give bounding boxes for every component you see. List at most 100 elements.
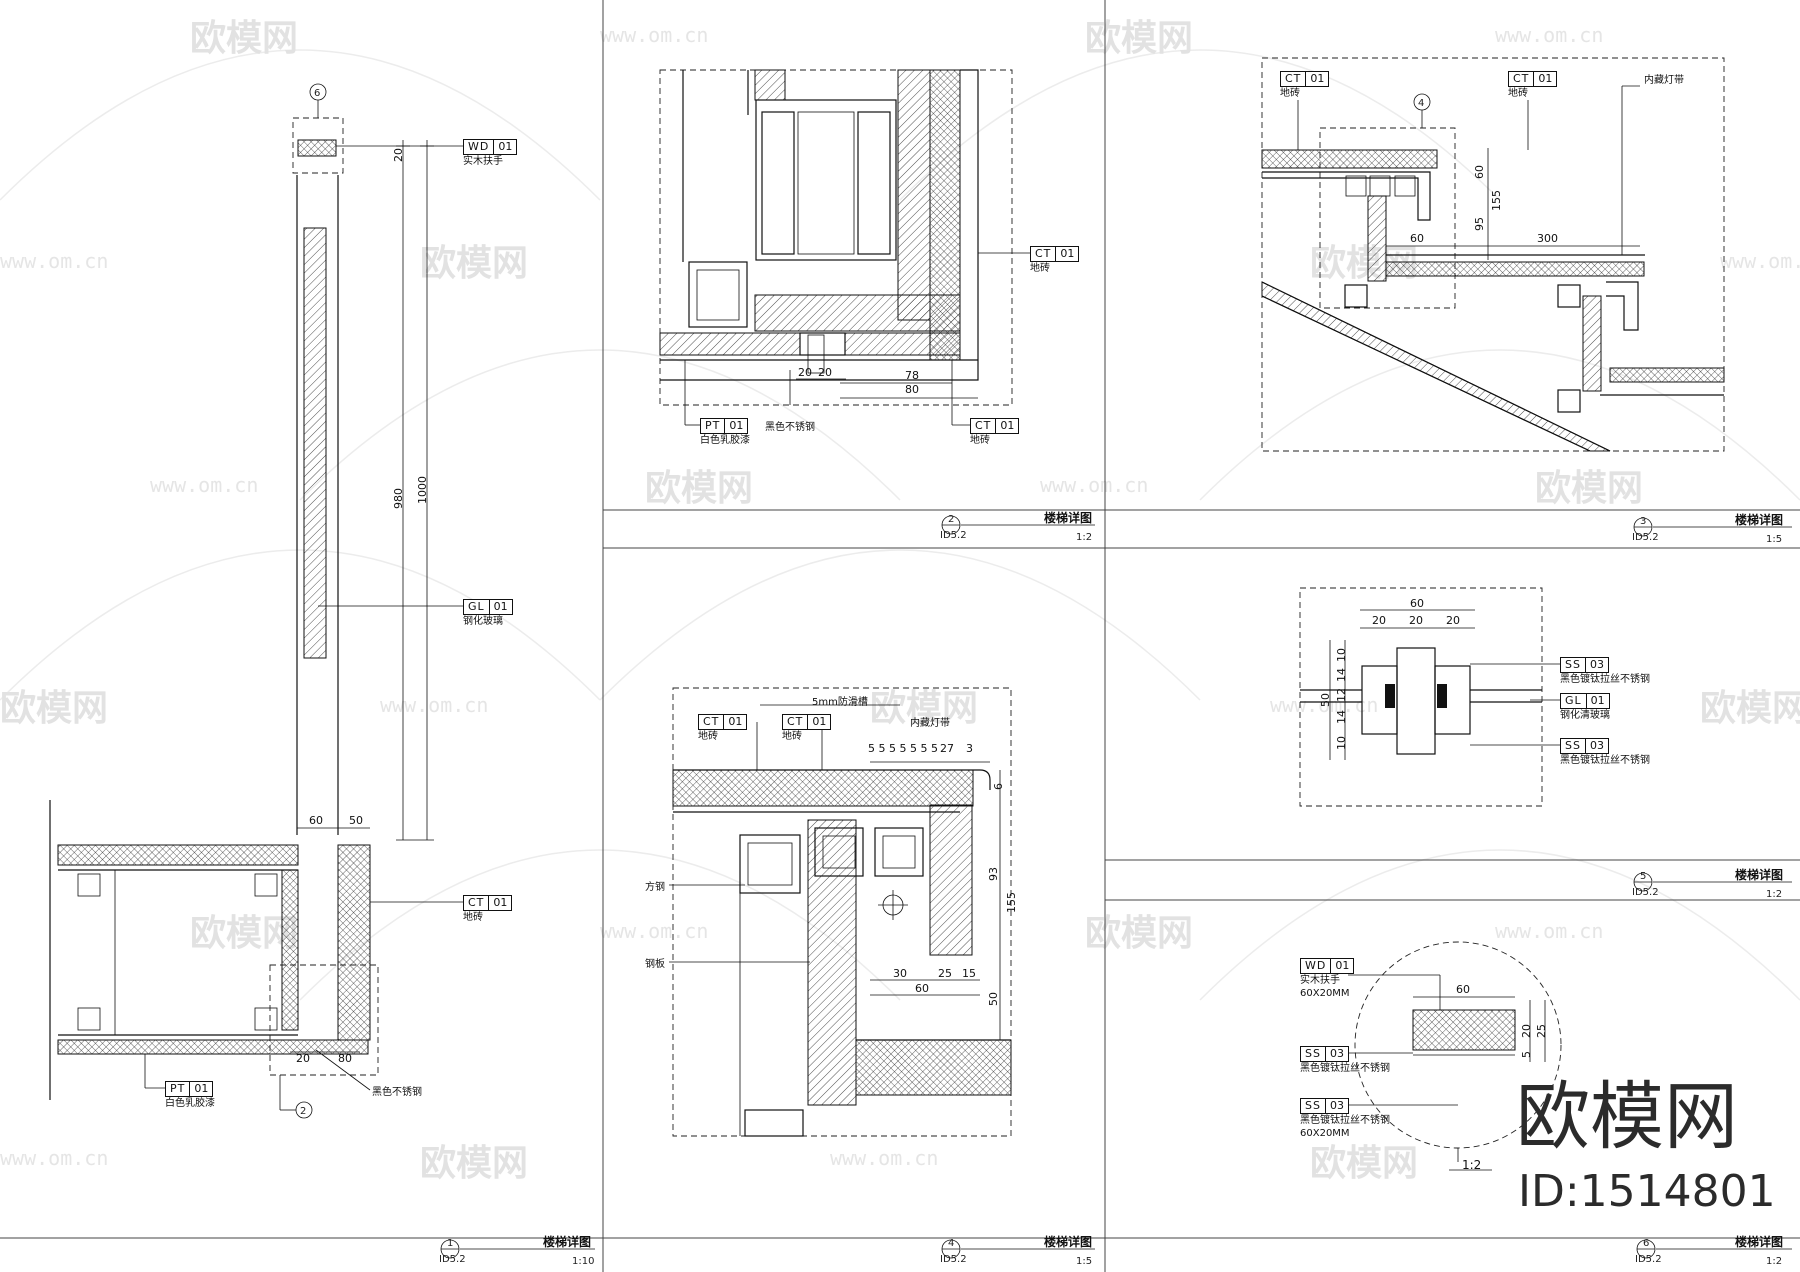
tag-desc: 地砖	[1030, 262, 1050, 274]
dim-label: 980	[392, 488, 405, 509]
dim-label: 30	[893, 967, 907, 980]
tag-num: 01	[489, 599, 513, 615]
tag-code: CT	[1508, 71, 1535, 87]
note-black-steel: 黑色不锈钢	[765, 422, 815, 433]
watermark-url: www.om.cn	[1720, 249, 1800, 273]
tag-code: CT	[698, 714, 725, 730]
panel-ref: ID5.2	[1635, 1254, 1662, 1265]
tag-size: 60X20MM	[1300, 988, 1350, 1000]
panel-number: 6	[1643, 1238, 1649, 1249]
watermark-url: www.om.cn	[1495, 919, 1603, 943]
dim-label: 20	[1409, 614, 1423, 627]
tag-num: 01	[494, 139, 518, 155]
watermark-url: www.om.cn	[1495, 23, 1603, 47]
watermark-url: www.om.cn	[150, 473, 258, 497]
dim-label: 6	[992, 783, 1005, 790]
tag-desc: 白色乳胶漆	[700, 434, 750, 446]
tag-desc: 地砖	[1280, 87, 1300, 99]
tag-num: 01	[1586, 693, 1610, 709]
panel-scale: 1:5	[1076, 1256, 1092, 1267]
dim-label: 50	[987, 992, 1000, 1006]
tag-desc: 黑色镀钛拉丝不锈钢	[1300, 1062, 1390, 1074]
note-groove: 5mm防滑槽	[812, 697, 868, 708]
panel-ref: ID5.2	[1632, 532, 1659, 543]
tag-num: 03	[1325, 1046, 1349, 1062]
tag-code: SS	[1300, 1046, 1326, 1062]
note-hidden-light: 内藏灯带	[910, 718, 950, 729]
panel-ref: ID5.2	[439, 1254, 466, 1265]
callout-number: 6	[314, 88, 320, 99]
panel-scale: 1:2	[1766, 889, 1782, 900]
dim-label: 20	[798, 366, 812, 379]
panel-5-glass-clamp-section: 60 20 20 20 10 14 12 14 10 50	[1299, 587, 1560, 807]
tag-code: SS	[1300, 1098, 1326, 1114]
dim-label: 25	[938, 967, 952, 980]
note-hidden-light: 内藏灯带	[1644, 75, 1684, 86]
dim-label: 5 5 5 5 5 5 5	[868, 742, 938, 755]
tag-num: 01	[808, 714, 832, 730]
watermark-brand: 欧模网	[1310, 1143, 1418, 1184]
panel-scale: 1:2	[1076, 532, 1092, 543]
dim-label: 14	[1335, 668, 1348, 682]
dim-label: 80	[905, 383, 919, 396]
panel-scale: 1:2	[1766, 1256, 1782, 1267]
handrail-section	[1412, 1009, 1516, 1051]
panel-title: 楼梯详图	[1044, 510, 1092, 525]
panel-ref: ID5.2	[940, 1254, 967, 1265]
panel-title: 楼梯详图	[1735, 512, 1783, 527]
panel-1-railing-elevation: 6 20 980 1000	[49, 83, 463, 1119]
tag-code: CT	[1030, 246, 1057, 262]
tag-desc: 地砖	[970, 434, 990, 446]
watermark-brand: 欧模网	[1535, 468, 1643, 509]
tag-desc: 实木扶手	[463, 155, 503, 167]
tag-desc: 黑色镀钛拉丝不锈钢	[1300, 1114, 1390, 1126]
watermark-url: www.om.cn	[0, 249, 108, 273]
watermark-url: www.om.cn	[1040, 473, 1148, 497]
watermark-url: www.om.cn	[600, 919, 708, 943]
panel-scale: 1:10	[572, 1256, 594, 1267]
watermark-url: www.om.cn	[600, 23, 708, 47]
note-steel-plate: 钢板	[645, 959, 665, 970]
panel-number: 2	[948, 514, 954, 525]
panel-title: 楼梯详图	[543, 1234, 591, 1249]
dim-label: 50	[349, 814, 363, 827]
dim-label: 20	[1520, 1024, 1533, 1038]
tag-desc: 黑色镀钛拉丝不锈钢	[1560, 754, 1650, 766]
panel-6-handrail-profile: 60 20 25 5	[1348, 941, 1562, 1171]
watermark-url: www.om.cn	[380, 693, 488, 717]
panel-scale: 1:5	[1766, 534, 1782, 545]
dim-label: 50	[1319, 693, 1332, 707]
panel-number: 1	[447, 1238, 453, 1249]
tag-num: 01	[725, 418, 749, 434]
watermark-url: www.om.cn	[830, 1146, 938, 1170]
tag-num: 01	[489, 895, 513, 911]
tag-code: WD	[463, 139, 495, 155]
panel-number: 3	[1640, 516, 1646, 527]
tag-desc: 钢化玻璃	[463, 615, 503, 627]
dim-label: 20	[1446, 614, 1460, 627]
watermark-url: www.om.cn	[0, 1146, 108, 1170]
dim-label: 20	[818, 366, 832, 379]
dim-label: 93	[987, 867, 1000, 881]
dim-label: 60	[1410, 232, 1424, 245]
dim-label: 10	[1335, 736, 1348, 750]
dim-label: 20	[392, 148, 405, 162]
tag-num: 01	[1056, 246, 1080, 262]
dim-label: 80	[338, 1052, 352, 1065]
watermark-brand: 欧模网	[1085, 913, 1193, 954]
panel-ref: ID5.2	[1632, 887, 1659, 898]
watermark-brand: 欧模网	[190, 18, 298, 59]
tag-code: CT	[970, 418, 997, 434]
dim-label: 95	[1473, 217, 1486, 231]
tag-num: 01	[1306, 71, 1330, 87]
tag-size: 60X20MM	[1300, 1128, 1350, 1140]
title-blocks: 1 ID5.2 楼梯详图 1:10 2 ID5.2 楼梯详图 1:2 3 ID5…	[439, 510, 1792, 1267]
